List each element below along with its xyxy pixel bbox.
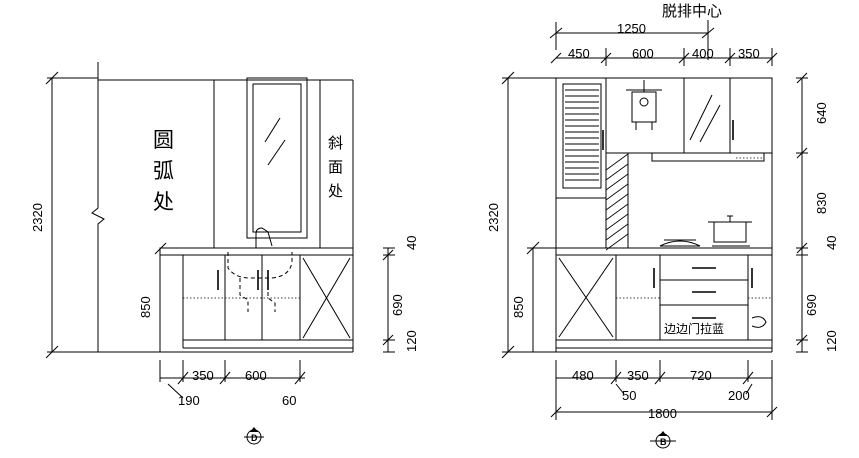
dim-right-350-bottom: 350 <box>627 368 649 383</box>
sink-bowl <box>227 252 293 279</box>
exhaust-unit <box>626 80 662 130</box>
left-countertop <box>159 247 354 256</box>
faucet <box>255 227 273 248</box>
svg-text:D: D <box>251 433 258 443</box>
range-hood <box>651 152 765 162</box>
dim-right-600: 600 <box>632 46 654 61</box>
svg-text:斜: 斜 <box>328 134 343 152</box>
dim-right-120: 120 <box>824 330 839 352</box>
hatch-line <box>605 203 629 221</box>
mirror-panel <box>246 77 308 239</box>
dim-right-830: 830 <box>814 192 829 214</box>
dim-right-350: 350 <box>738 46 760 61</box>
text-arc-area: 圆 弧 处 <box>153 128 174 214</box>
svg-text:面: 面 <box>328 158 343 176</box>
cooktop <box>659 215 752 247</box>
hatch-line <box>605 153 629 171</box>
text-bevel-area: 斜 面 处 <box>328 134 343 200</box>
dim-left-60: 60 <box>282 393 296 408</box>
svg-text:处: 处 <box>153 190 174 214</box>
left-base-cabinets <box>182 254 354 341</box>
dim-left-120: 120 <box>404 330 419 352</box>
dim-right-40: 40 <box>824 236 839 250</box>
svg-text:圆: 圆 <box>153 128 174 152</box>
dim-right-480: 480 <box>572 368 594 383</box>
dim-left-600: 600 <box>245 368 267 383</box>
dim-right-640: 640 <box>814 102 829 124</box>
dim-left-690: 690 <box>390 294 405 316</box>
dim-right-1250: 1250 <box>617 21 646 36</box>
svg-text:弧: 弧 <box>153 159 174 183</box>
hatch-line <box>605 213 629 231</box>
dim-right-total-height: 2320 <box>486 203 501 232</box>
text-exhaust-center: 脱排中心 <box>662 2 722 20</box>
text-side-basket: 边边门拉蓝 <box>664 321 724 336</box>
dim-right-50: 50 <box>622 388 636 403</box>
dim-right-450: 450 <box>568 46 590 61</box>
right-elevation: 边边门拉蓝 脱排中心 1250 450 600 400 350 2320 <box>486 2 839 449</box>
section-marker-b: B <box>650 431 676 449</box>
upper-cabinet-hood <box>605 77 685 154</box>
dim-right-1800: 1800 <box>648 406 677 421</box>
hatch-line <box>605 223 629 241</box>
dim-left-base: 850 <box>138 296 153 318</box>
hatch-line <box>605 233 629 251</box>
hatch-line <box>605 193 629 211</box>
dim-right-720: 720 <box>690 368 712 383</box>
hatch-line <box>605 163 629 181</box>
left-elevation: 圆 弧 处 斜 面 处 2320 850 40 690 120 <box>30 62 419 445</box>
dim-right-200: 200 <box>728 388 750 403</box>
hatch-line <box>605 183 629 201</box>
dim-right-690: 690 <box>804 294 819 316</box>
left-wall-break-line <box>91 62 105 352</box>
dim-left-40: 40 <box>404 236 419 250</box>
svg-text:B: B <box>660 437 667 447</box>
dim-right-base: 850 <box>511 296 526 318</box>
section-marker-d: D <box>244 427 264 445</box>
dim-right-400: 400 <box>692 46 714 61</box>
dim-left-total: 2320 <box>30 203 45 232</box>
right-countertop <box>555 247 773 256</box>
svg-text:处: 处 <box>328 182 343 200</box>
dim-left-190: 190 <box>178 393 200 408</box>
dim-left-350: 350 <box>192 368 214 383</box>
hatch-line <box>605 173 629 191</box>
